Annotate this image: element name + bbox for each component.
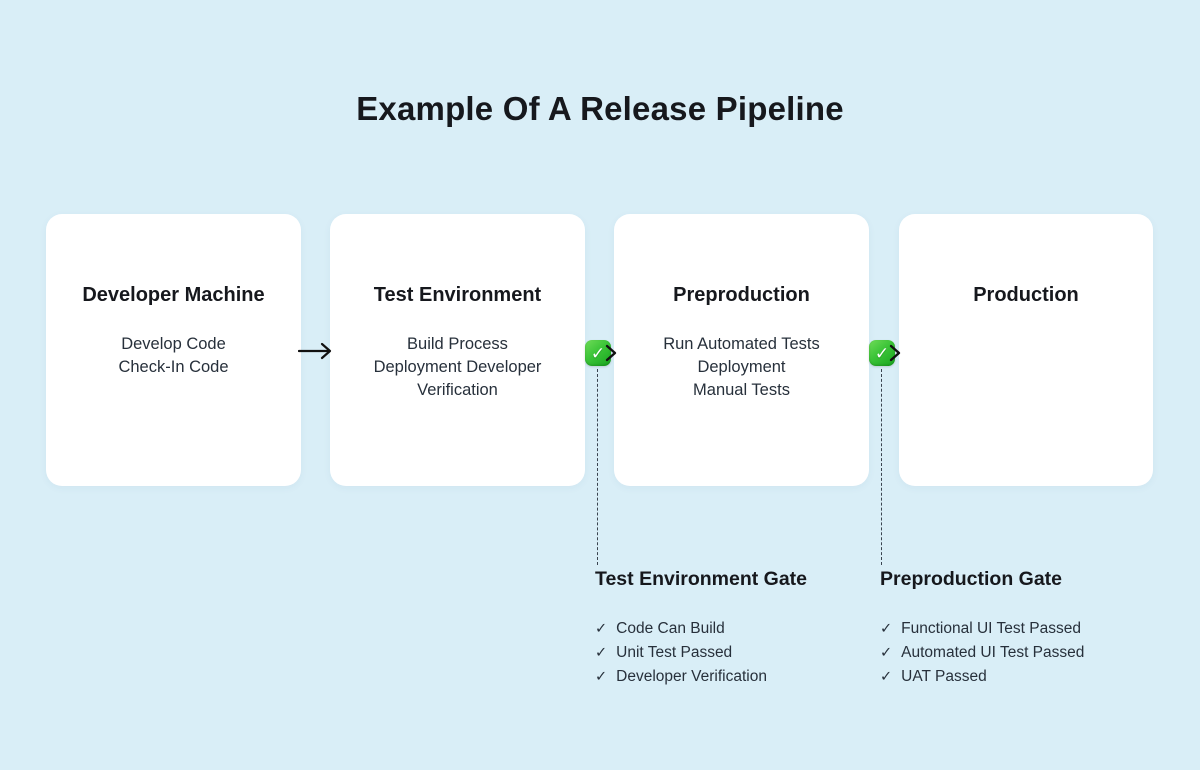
stage-title: Test Environment <box>373 284 542 306</box>
diagram-title: Example Of A Release Pipeline <box>356 90 844 127</box>
check-icon: ✓ <box>595 621 608 637</box>
stage-line: Build Process <box>407 335 508 353</box>
check-icon: ✓ <box>880 645 893 662</box>
gate-dashed-line <box>597 369 598 565</box>
gate-heading: Test Environment Gate <box>595 568 808 590</box>
checklist-label: Unit Test Passed <box>616 644 733 662</box>
gate-arrow-icon <box>889 344 901 362</box>
check-icon: ✓ <box>874 343 890 363</box>
stage-card-production: Production <box>899 214 1153 486</box>
stage-title: Production <box>973 284 1079 306</box>
gate-dashed-line <box>881 369 882 565</box>
checklist-item: ✓ Functional UI Test Passed <box>880 617 1170 641</box>
gate-block-test-environment: Test Environment Gate ✓ Code Can Build ✓… <box>595 568 885 690</box>
stage-card-test-environment: Test Environment Build Process Deploymen… <box>330 214 585 486</box>
stage-line: Deployment Developer <box>373 358 542 376</box>
checklist-item: ✓ UAT Passed <box>880 665 1170 689</box>
stage-line: Manual Tests <box>693 381 790 399</box>
checklist-label: UAT Passed <box>901 668 987 686</box>
checklist-label: Developer Verification <box>616 668 767 686</box>
checklist-label: Code Can Build <box>616 620 725 637</box>
gate-heading: Preproduction Gate <box>880 568 1063 590</box>
checklist-item: ✓ Unit Test Passed <box>595 641 885 665</box>
stage-title: Preproduction <box>673 284 810 306</box>
gate-check-icon: ✓ <box>869 340 895 366</box>
gate-checklist: ✓ Functional UI Test Passed ✓ Automated … <box>880 617 1170 690</box>
stage-line: Deployment <box>697 358 786 376</box>
stage-line: Check-In Code <box>118 358 229 376</box>
checklist-label: Functional UI Test Passed <box>901 620 1081 637</box>
stage-card-developer-machine: Developer Machine Develop Code Check-In … <box>46 214 301 486</box>
stage-card-preproduction: Preproduction Run Automated Tests Deploy… <box>614 214 869 486</box>
gate-block-preproduction: Preproduction Gate ✓ Functional UI Test … <box>880 568 1170 690</box>
stage-line: Run Automated Tests <box>663 335 820 353</box>
check-icon: ✓ <box>595 669 608 686</box>
check-icon: ✓ <box>880 669 893 686</box>
gate-checklist: ✓ Code Can Build ✓ Unit Test Passed ✓ De… <box>595 617 885 690</box>
flow-arrow-icon <box>298 342 332 360</box>
checklist-label: Automated UI Test Passed <box>901 644 1085 662</box>
checklist-item: ✓ Automated UI Test Passed <box>880 641 1170 665</box>
checklist-item: ✓ Developer Verification <box>595 665 885 689</box>
check-icon: ✓ <box>590 343 606 363</box>
check-icon: ✓ <box>880 621 893 637</box>
stage-title: Developer Machine <box>82 284 265 306</box>
check-icon: ✓ <box>595 645 608 662</box>
stage-line: Verification <box>417 381 498 399</box>
gate-check-icon: ✓ <box>585 340 611 366</box>
checklist-item: ✓ Code Can Build <box>595 617 885 641</box>
gate-arrow-icon <box>605 344 617 362</box>
stage-line: Develop Code <box>121 335 226 353</box>
